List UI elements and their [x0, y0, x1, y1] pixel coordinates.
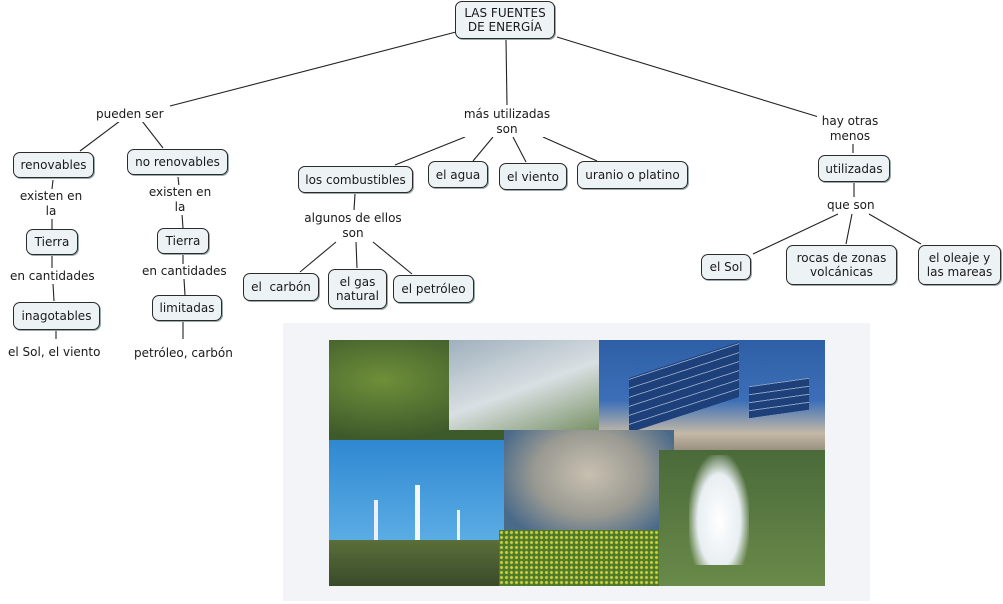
- link-en-cantidades: en cantidades: [142, 264, 227, 279]
- collage-water: [449, 340, 619, 430]
- collage-blue-sky-wind: [329, 440, 529, 550]
- concept-el-gas-natural[interactable]: el gas natural: [328, 269, 387, 309]
- concept-petroleo-carbon: petróleo, carbón: [134, 346, 233, 361]
- concept-el-petroleo[interactable]: el petróleo: [393, 275, 474, 303]
- wind-turbine: [457, 510, 460, 555]
- link-que-son: que son: [827, 198, 875, 213]
- concept-tierra[interactable]: Tierra: [26, 229, 78, 255]
- concept-rocas-volcanicas[interactable]: rocas de zonas volcánicas: [786, 245, 897, 285]
- wind-turbine: [415, 485, 420, 580]
- concept-utilizadas[interactable]: utilizadas: [818, 155, 890, 182]
- link-algunos-de-ellos: algunos de ellos son: [300, 211, 406, 241]
- energy-collage-image: [329, 340, 825, 586]
- concept-uranio-o-platino[interactable]: uranio o platino: [577, 161, 688, 189]
- link-hay-otras: hay otras menos: [817, 114, 883, 144]
- concept-el-carbon[interactable]: el carbón: [243, 273, 319, 301]
- concept-limitadas[interactable]: limitadas: [152, 295, 222, 321]
- root-concept[interactable]: LAS FUENTES DE ENERGÍA: [455, 1, 555, 39]
- concept-renovables[interactable]: renovables: [13, 152, 94, 178]
- link-existen-en-la: existen en la: [144, 185, 216, 215]
- link-existen-en-la: existen en la: [15, 189, 87, 219]
- concept-no-renovables[interactable]: no renovables: [127, 149, 228, 175]
- concept-el-agua[interactable]: el agua: [428, 161, 488, 188]
- link-mas-utilizadas: más utilizadas son: [460, 107, 554, 137]
- concept-tierra[interactable]: Tierra: [157, 228, 209, 254]
- collage-flower-field: [499, 530, 679, 586]
- link-en-cantidades: en cantidades: [10, 269, 95, 284]
- link-pueden-ser: pueden ser: [96, 107, 164, 122]
- concept-el-viento[interactable]: el viento: [499, 163, 567, 190]
- concept-inagotables[interactable]: inagotables: [13, 302, 100, 330]
- concept-los-combustibles[interactable]: los combustibles: [298, 166, 413, 193]
- concept-el-sol[interactable]: el Sol: [701, 254, 751, 280]
- concept-el-sol-el-viento: el Sol, el viento: [8, 345, 101, 360]
- collage-geyser: [689, 455, 749, 565]
- collage-tree: [504, 430, 674, 540]
- concept-oleaje-mareas[interactable]: el oleaje y las mareas: [918, 245, 1001, 285]
